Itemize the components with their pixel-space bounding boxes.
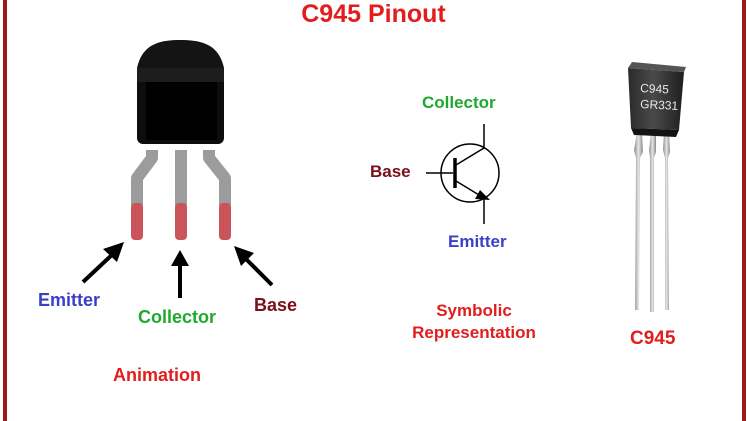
photo-leads bbox=[634, 132, 670, 312]
photo-marking-line2: GR331 bbox=[640, 97, 679, 113]
photo-marking-line1: C945 bbox=[640, 81, 670, 96]
photo-caption: C945 bbox=[630, 328, 675, 350]
